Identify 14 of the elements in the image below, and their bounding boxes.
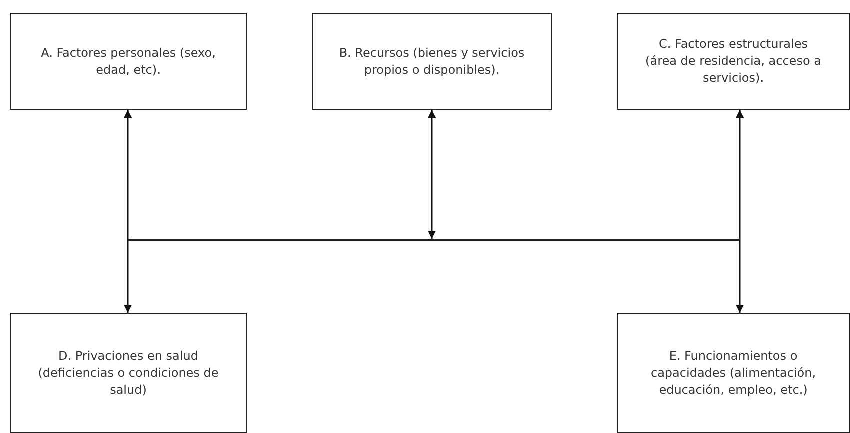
connector-bar — [128, 239, 740, 240]
box-label: E. Funcionamientos o capacidades (alimentación, educación, empleo, etc.) — [650, 348, 818, 398]
box-label: D. Privaciones en salud (deficiencias o condiciones de salud) — [37, 348, 220, 398]
text-box — [312, 13, 552, 110]
text-box — [10, 13, 247, 110]
double-arrow — [428, 110, 436, 239]
box-label: C. Factores estructurales (área de residencia, acceso a servicios). — [644, 36, 822, 87]
box-label: B. Recursos (bienes y servicios propios o disponibles). — [338, 44, 526, 78]
text-box — [617, 13, 850, 110]
box-label: A. Factores personales (sexo, edad, etc). — [40, 44, 217, 78]
double-arrow — [736, 110, 744, 313]
text-box — [10, 313, 247, 433]
double-arrow — [124, 110, 132, 313]
text-box — [617, 313, 850, 433]
